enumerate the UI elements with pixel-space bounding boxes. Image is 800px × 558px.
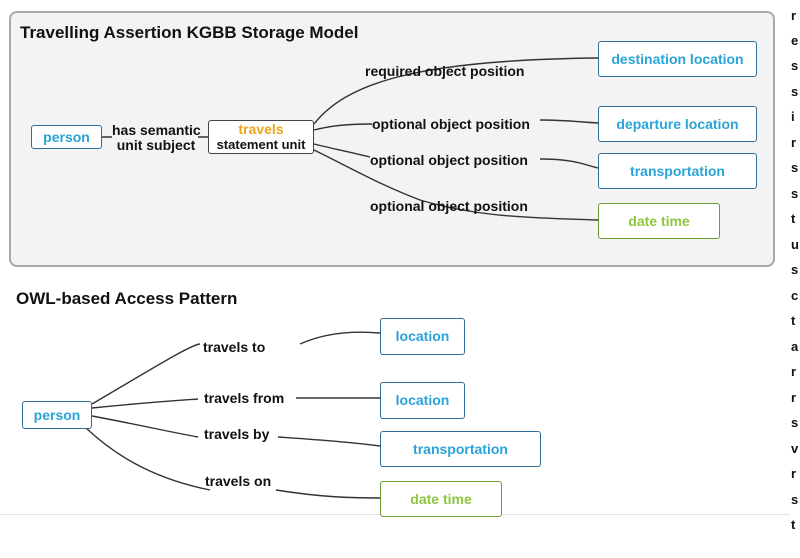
edge-label-travels-on: travels on — [205, 473, 272, 489]
edge-label-required-object-position: required object position — [365, 63, 525, 79]
edge-required-object-position — [313, 57, 599, 125]
edge-label-travels-from: travels from — [204, 390, 285, 406]
edge-label-optional-object-position-1: optional object position — [372, 116, 530, 132]
access-person-node[interactable]: person — [22, 401, 92, 429]
has-semantic-unit-subject-label: has semantic unit subject — [112, 122, 201, 153]
edge-optional-object-position-3 — [313, 149, 599, 221]
transportation-node-by[interactable]: transportation — [380, 431, 541, 467]
edge-label-optional-object-position-3: optional object position — [370, 198, 528, 214]
edge-travels-on — [85, 427, 381, 499]
edge-optional-object-position-1 — [313, 119, 599, 131]
edge-label-travels-to: travels to — [203, 339, 266, 355]
destination-location-node[interactable]: destination location — [598, 41, 757, 77]
edge-optional-object-position-2 — [313, 143, 599, 169]
storage-model-title: Travelling Assertion KGBB Storage Model — [20, 23, 359, 42]
clipped-side-text: r e s s i r s s t u s c t a r r s v r s … — [791, 8, 799, 532]
location-node-from[interactable]: location — [380, 382, 465, 419]
date-time-node[interactable]: date time — [598, 203, 720, 239]
access-pattern-title: OWL-based Access Pattern — [16, 289, 238, 308]
unit-node-title: travels — [238, 121, 284, 137]
date-time-node-on[interactable]: date time — [380, 481, 502, 517]
location-node-to[interactable]: location — [380, 318, 465, 355]
travels-statement-unit-node[interactable]: travels statement unit — [208, 120, 314, 154]
unit-node-subtitle: statement unit — [216, 137, 306, 152]
edge-travels-to — [91, 331, 381, 405]
edge-travels-by — [91, 415, 381, 447]
edge-label-optional-object-position-2: optional object position — [370, 152, 528, 168]
edge-travels-from — [91, 397, 380, 409]
person-node-label: person — [43, 128, 90, 145]
transportation-node[interactable]: transportation — [598, 153, 757, 189]
edge-label-travels-by: travels by — [204, 426, 270, 442]
person-node[interactable]: person — [31, 125, 102, 149]
departure-location-node[interactable]: departure location — [598, 106, 757, 142]
